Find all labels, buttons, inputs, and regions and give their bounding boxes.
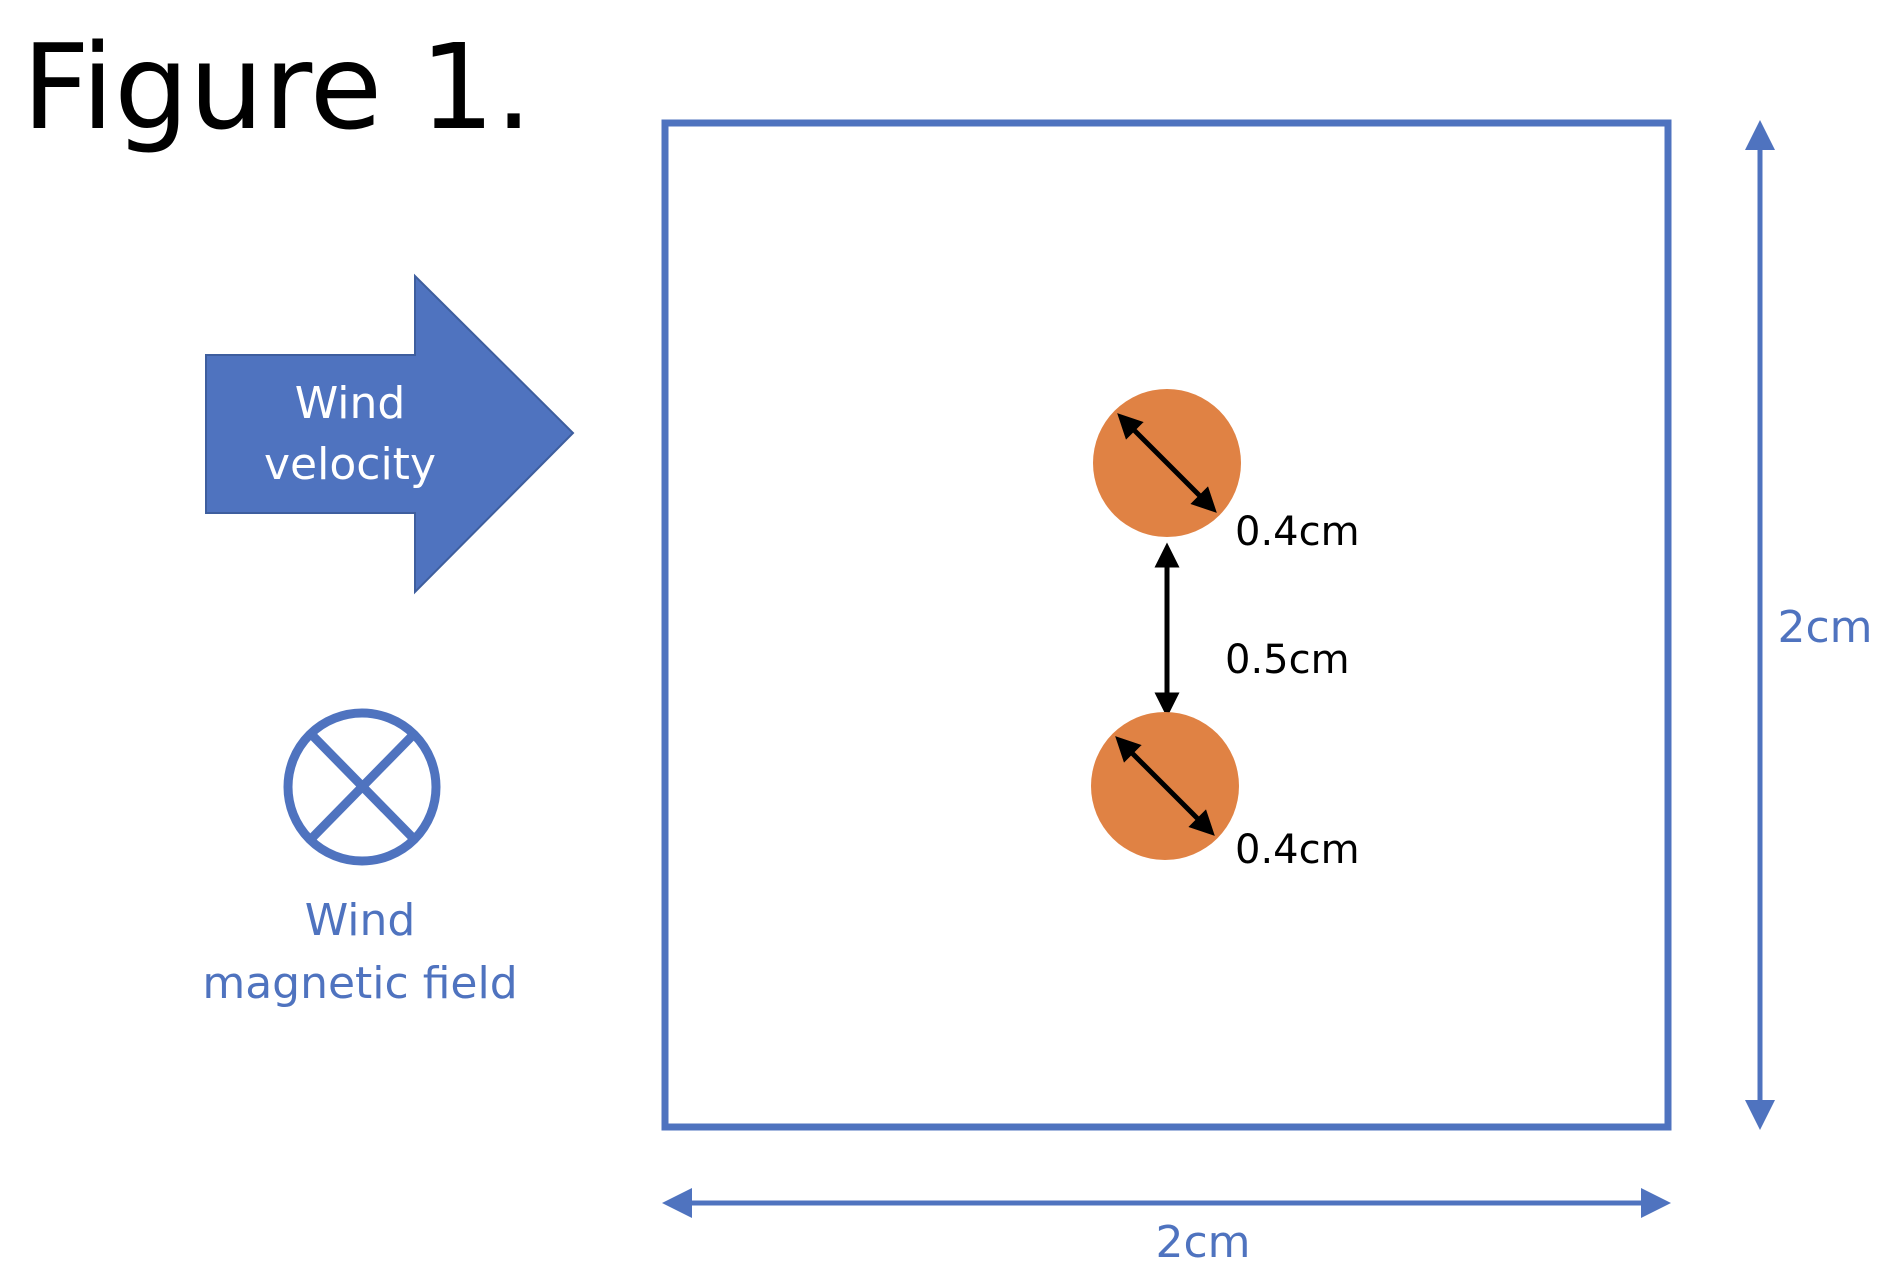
wind-velocity-arrow-shape [205,273,575,595]
separation-label: 0.5cm [1225,637,1350,683]
magnetic-field-symbol: Wind magnetic field [202,708,518,1009]
circle-x-icon [283,708,441,866]
wind-velocity-arrow: Wind velocity [205,273,575,595]
bottom-particle-diameter-arrow [1115,736,1215,836]
top-particle-diameter-label: 0.4cm [1235,509,1360,555]
bottom-particle-diameter-label: 0.4cm [1235,827,1360,873]
width-dimension-label: 2cm [1155,1217,1250,1268]
wind-velocity-label-line2: velocity [264,439,436,490]
top-particle-diameter-arrow [1117,413,1217,513]
bottom-particle: 0.4cm [1091,712,1360,873]
figure-title: Figure 1. [22,18,532,156]
magnetic-field-label-line2: magnetic field [202,958,517,1009]
top-particle: 0.4cm [1093,389,1360,555]
wind-velocity-label-line1: Wind [295,378,406,429]
height-dimension-label: 2cm [1777,602,1872,653]
magnetic-field-label-line1: Wind [305,895,416,946]
domain-box [661,119,1672,1131]
